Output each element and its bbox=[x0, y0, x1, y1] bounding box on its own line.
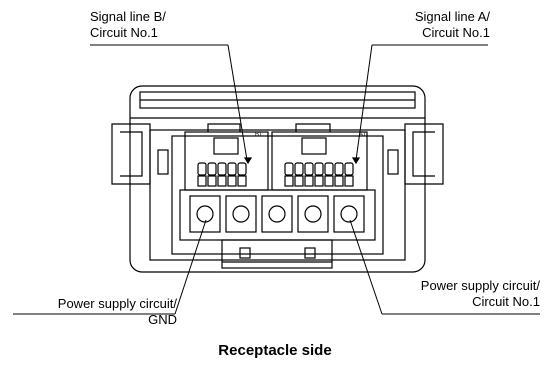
label-signal-b: Signal line B/ Circuit No.1 bbox=[90, 9, 166, 41]
left-latch bbox=[111, 123, 151, 185]
pin-mark-b1: B1 bbox=[255, 132, 263, 138]
label-signal-b-line1: Signal line B/ bbox=[90, 9, 166, 24]
leader-lines bbox=[13, 44, 540, 315]
label-power-no1-line2: Circuit No.1 bbox=[472, 294, 540, 309]
power-terminals bbox=[189, 195, 365, 233]
label-signal-a-line2: Circuit No.1 bbox=[422, 25, 490, 40]
label-signal-b-line2: Circuit No.1 bbox=[90, 25, 158, 40]
pin-mark-a1: A1 bbox=[359, 132, 367, 138]
label-power-gnd-line2: GND bbox=[148, 312, 177, 327]
label-signal-a-line1: Signal line A/ bbox=[414, 9, 490, 24]
main-body bbox=[149, 129, 406, 261]
signal-pins-b bbox=[197, 162, 247, 187]
right-latch bbox=[404, 123, 444, 185]
label-power-gnd: Power supply circuit/ GND bbox=[13, 296, 177, 328]
label-power-no1: Power supply circuit/ Circuit No.1 bbox=[382, 278, 540, 310]
label-signal-a: Signal line A/ Circuit No.1 bbox=[372, 9, 490, 41]
bottom-latch bbox=[221, 239, 333, 269]
label-power-no1-line1: Power supply circuit/ bbox=[420, 278, 540, 293]
outer-housing bbox=[129, 85, 426, 273]
label-power-gnd-line1: Power supply circuit/ bbox=[57, 296, 177, 311]
diagram-caption: Receptacle side bbox=[218, 342, 332, 359]
signal-pins-a bbox=[284, 162, 354, 187]
